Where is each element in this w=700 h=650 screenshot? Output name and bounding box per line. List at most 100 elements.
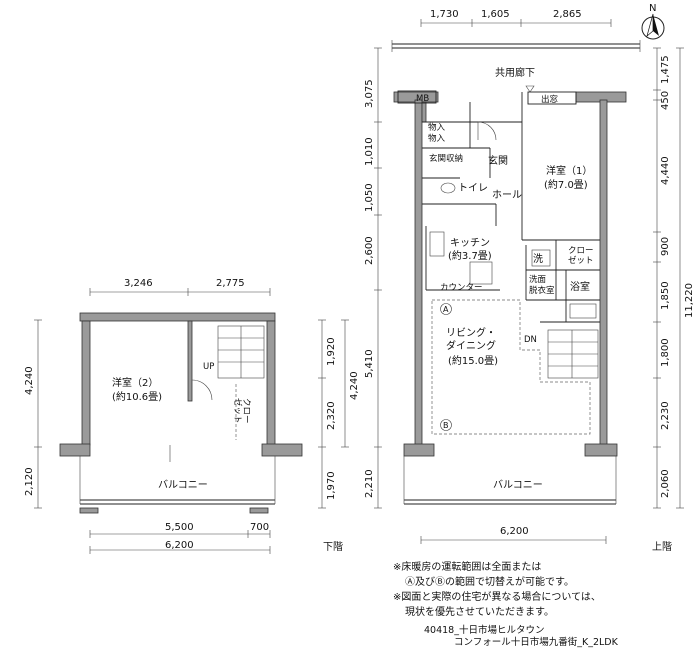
corridor-label: 共用廊下: [495, 66, 535, 79]
entrance-label: 玄関: [488, 154, 508, 167]
storage-top-label: 物入: [428, 122, 446, 133]
lower-floor-walls: [59, 312, 303, 457]
sink-icon: [429, 231, 445, 257]
notes-block: ※床暖房の運転範囲は全面または Ⓐ及びⒷの範囲で切替えが可能です。 ※図面と実際…: [393, 560, 601, 620]
mb-box: [397, 90, 437, 104]
toilet-icon: [440, 182, 456, 194]
upper-right-dim-8: 2,060: [660, 469, 671, 498]
lower-closet-label: クロー: [241, 398, 251, 424]
hall-label: ホール: [492, 189, 522, 201]
footer-line-2: コンフォール十日市場九番街_K_2LDK: [454, 637, 618, 648]
upper-left-dim-4: 2,600: [364, 236, 375, 265]
western1-size: (約7.0畳): [544, 178, 588, 191]
lower-door-swing: [191, 379, 213, 401]
lower-closet-label-2: ゼット: [232, 398, 243, 424]
upper-right-dim-1: 1,475: [660, 55, 671, 84]
down-stairs-label: DN: [524, 335, 537, 345]
lower-top-dimension-line: [89, 288, 271, 296]
upper-left-dim-3: 1,050: [364, 183, 375, 212]
upper-right-dim-7: 2,230: [660, 401, 671, 430]
lower-bottom-dimension-line: [89, 530, 271, 554]
zone-b-label: B: [443, 421, 449, 430]
lower-balcony: [79, 456, 276, 514]
lower-left-dim-2: 2,120: [24, 467, 35, 496]
closet-label-2: ゼット: [568, 255, 594, 266]
bath-label: 浴室: [570, 280, 590, 293]
upper-top-dim-2: 1,605: [481, 9, 510, 20]
upper-left-dim-5: 5,410: [364, 349, 375, 378]
upper-right-dimension-line: [653, 47, 684, 509]
lower-right-dim-3: 1,970: [326, 471, 337, 500]
upper-top-dimension-line: [420, 19, 612, 27]
bay-window-label: 出窓: [541, 94, 559, 105]
washer-icon: [531, 249, 551, 267]
kitchen-label: キッチン: [450, 237, 490, 249]
upper-bottom-dimension-line: [420, 536, 607, 544]
upper-floor-label: 上階: [652, 541, 672, 553]
up-stairs-label: UP: [203, 362, 214, 372]
lower-right-dim-1: 1,920: [326, 337, 337, 366]
floor-heating-zone: [431, 299, 591, 435]
entrance-door-swing: [477, 121, 497, 141]
corridor-railing: [391, 40, 641, 52]
zone-a-label: A: [443, 305, 449, 314]
upper-top-dim-1: 1,730: [430, 9, 459, 20]
note-line-1: ※床暖房の運転範囲は全面または: [393, 562, 542, 573]
lower-bottom-dim-1: 5,500: [165, 522, 194, 533]
upper-stairs: [547, 329, 599, 379]
note-line-2: Ⓐ及びⒷの範囲で切替えが可能です。: [405, 577, 574, 588]
western2-size: (約10.6畳): [112, 390, 162, 403]
upper-balcony-label: バルコニー: [493, 479, 543, 491]
lower-left-dimension-line: [34, 319, 42, 509]
upper-left-dimension-line: [374, 47, 382, 509]
footer-line-1: 40418_十日市場ヒルタウン: [424, 625, 545, 636]
north-label: N: [649, 3, 656, 14]
stove-icon: [469, 261, 493, 285]
lower-top-dim-1: 3,246: [124, 278, 153, 289]
toilet-label: トイレ: [458, 183, 488, 194]
bathtub-icon: [569, 303, 597, 319]
lower-bottom-dim-2: 700: [250, 522, 269, 533]
storage-top-label-2: 物入: [428, 133, 446, 144]
upper-right-dim-4: 900: [660, 237, 671, 256]
western1-label: 洋室（1）: [546, 164, 592, 177]
upper-interior-lines: [422, 92, 600, 323]
zone-a-marker: [440, 303, 452, 315]
upper-bottom-dim: 6,200: [500, 526, 529, 537]
zone-b-marker: [440, 419, 452, 431]
bay-window: [527, 91, 577, 105]
lower-balcony-label: バルコニー: [158, 479, 208, 491]
upper-left-dim-1: 3,075: [364, 79, 375, 108]
lower-floor-label: 下階: [323, 541, 343, 553]
mb-label: MB: [416, 94, 429, 104]
living-label: リビング・: [446, 326, 496, 339]
living-label-2: ダイニング: [446, 339, 496, 352]
lower-bottom-total: 6,200: [165, 540, 194, 551]
lower-top-dim-2: 2,775: [216, 278, 245, 289]
wash-label: 洗: [533, 253, 543, 265]
living-size: (約15.0畳): [448, 354, 498, 367]
upper-right-dim-5: 1,850: [660, 281, 671, 310]
upper-right-dim-3: 4,440: [660, 156, 671, 185]
lower-stairs: [217, 325, 265, 379]
western2-label: 洋室（2）: [112, 376, 158, 389]
note-line-3: ※図面と実際の住宅が異なる場合については、: [393, 592, 601, 603]
upper-top-dim-3: 2,865: [553, 9, 582, 20]
upper-right-dim-6: 1,800: [660, 338, 671, 367]
footer-block: 40418_十日市場ヒルタウン コンフォール十日市場九番街_K_2LDK: [424, 625, 618, 649]
lower-right-dimension-line: [318, 319, 349, 509]
upper-right-total: 11,220: [684, 283, 695, 318]
closet-label: クロー: [568, 246, 594, 256]
entrance-storage-label: 玄関収納: [429, 153, 463, 164]
upper-balcony: [403, 456, 617, 505]
lower-left-dim-1: 4,240: [24, 366, 35, 395]
north-arrow-icon: [641, 13, 665, 40]
upper-right-dim-2: 450: [660, 91, 671, 110]
washroom-label: 洗面: [529, 274, 547, 285]
window-marker-icon: [525, 85, 535, 93]
lower-right-total: 4,240: [349, 371, 360, 400]
upper-floor-walls: [393, 91, 627, 457]
kitchen-size: (約3.7畳): [448, 249, 492, 262]
upper-left-dim-6: 2,210: [364, 469, 375, 498]
